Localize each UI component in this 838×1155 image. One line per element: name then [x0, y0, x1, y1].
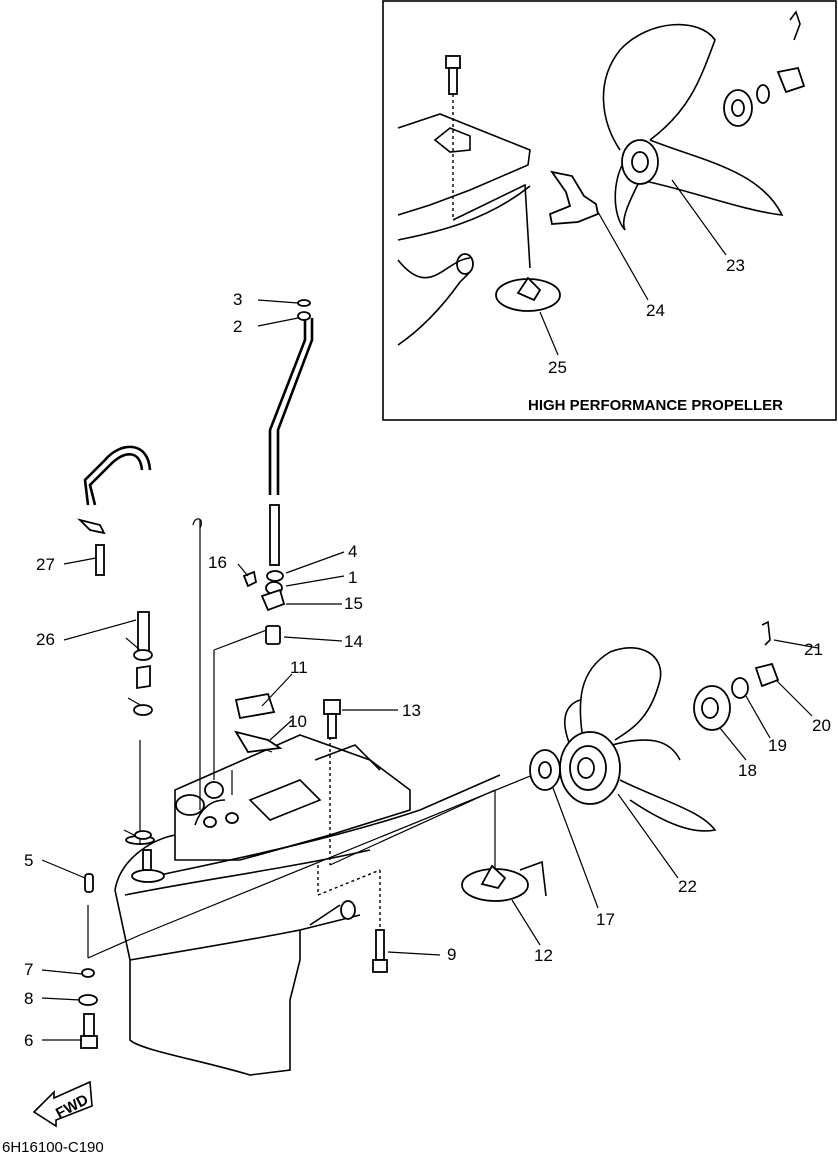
callout-labels: 3 2 4 1 15 14 16 11 10 13 27 26 5 7 8 6 … — [24, 256, 831, 1050]
callout-12: 12 — [534, 946, 553, 965]
callout-23: 23 — [726, 256, 745, 275]
callout-9: 9 — [447, 945, 456, 964]
callout-24: 24 — [646, 301, 665, 320]
callout-8: 8 — [24, 989, 33, 1008]
callout-27: 27 — [36, 555, 55, 574]
inset-caption: HIGH PERFORMANCE PROPELLER — [528, 397, 783, 414]
callout-21: 21 — [804, 640, 823, 659]
callout-16: 16 — [208, 553, 227, 572]
callout-6: 6 — [24, 1031, 33, 1050]
lower-unit-drawing: FWD 6H16100-C190 — [2, 299, 780, 1155]
callout-13: 13 — [402, 701, 421, 720]
callout-7: 7 — [24, 960, 33, 979]
callout-22: 22 — [678, 877, 697, 896]
callout-10: 10 — [288, 712, 307, 731]
callout-14: 14 — [344, 632, 363, 651]
callout-20: 20 — [812, 716, 831, 735]
callout-19: 19 — [768, 736, 787, 755]
callout-17: 17 — [596, 910, 615, 929]
leader-lines — [41, 179, 819, 1041]
callout-26: 26 — [36, 630, 55, 649]
callout-18: 18 — [738, 761, 757, 780]
callout-5: 5 — [24, 851, 33, 870]
inset-panel: HIGH PERFORMANCE PROPELLER — [382, 0, 837, 421]
callout-1: 1 — [348, 568, 357, 587]
callout-3: 3 — [233, 290, 242, 309]
callout-4: 4 — [348, 542, 357, 561]
callout-11: 11 — [290, 658, 308, 677]
callout-15: 15 — [344, 594, 363, 613]
callout-25: 25 — [548, 358, 567, 377]
callout-2: 2 — [233, 317, 242, 336]
diagram-code: 6H16100-C190 — [2, 1139, 104, 1155]
